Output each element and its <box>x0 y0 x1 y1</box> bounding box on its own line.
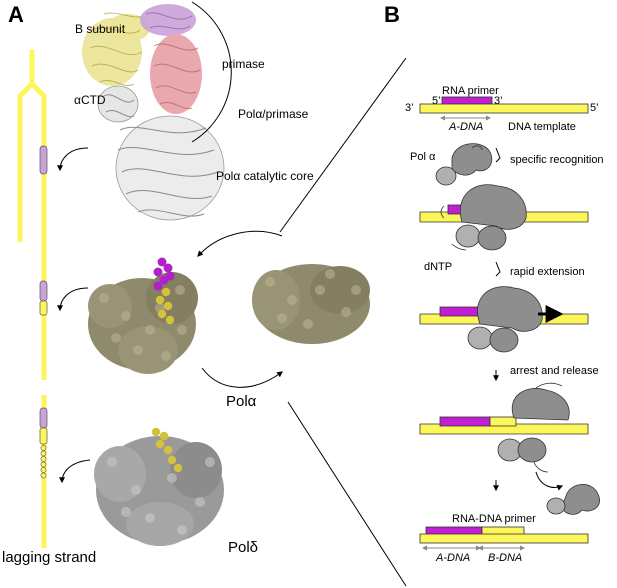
template-3-prime: 3’ <box>405 102 414 114</box>
pola-label: Polα <box>226 393 257 410</box>
template-5-prime: 5’ <box>590 102 599 114</box>
pola-primase-label: Polα/primase <box>238 107 309 121</box>
arrow-icon <box>59 459 91 484</box>
step-rna-dna-primer: RNA-DNA primer A-DNA B-DNA <box>419 513 589 564</box>
panel-b: B RNA primer 5’ 3’ 3’ 5’ A-DNA DNA templ… <box>384 2 604 564</box>
arrow-icon <box>57 147 89 172</box>
step-recognition <box>419 184 589 251</box>
rapid-extension-label: rapid extension <box>510 266 585 278</box>
step-extension <box>419 286 589 353</box>
pola-sphere-model-free <box>252 264 370 344</box>
step-template: RNA primer 5’ 3’ 3’ 5’ A-DNA DNA templat… <box>405 85 599 133</box>
pola-primase-ribbon-structure <box>82 4 225 221</box>
zoom-line-top <box>279 57 407 233</box>
panel-a: A lagging strand <box>2 1 370 566</box>
lagging-strand-fork <box>17 50 89 242</box>
pold-label: Polδ <box>228 539 258 556</box>
step-arrest <box>419 382 600 515</box>
rna-primer-5-prime: 5’ <box>432 95 441 107</box>
specific-recognition-label: specific recognition <box>510 154 604 166</box>
arrow-icon <box>201 367 283 388</box>
lagging-strand-2 <box>39 232 89 380</box>
lagging-strand-label: lagging strand <box>2 549 96 566</box>
b-subunit-label: B subunit <box>75 22 126 36</box>
b-dna-label: B-DNA <box>488 552 522 564</box>
pol-alpha-free: Pol α specific recognition <box>410 143 604 186</box>
panel-a-letter: A <box>8 2 24 27</box>
rna-dna-primer-label: RNA-DNA primer <box>452 513 536 525</box>
zoom-line-bottom <box>287 401 407 587</box>
pola-sphere-model-bound <box>88 257 198 374</box>
rna-primer-3-prime: 3’ <box>494 95 503 107</box>
arrow-icon <box>495 261 501 277</box>
panel-b-letter: B <box>384 2 400 27</box>
rna-primer-label: RNA primer <box>442 85 499 97</box>
primase-label: primase <box>222 57 265 71</box>
dna-template-label: DNA template <box>508 121 576 133</box>
arrest-release-label: arrest and release <box>510 365 599 377</box>
a-dna-label: A-DNA <box>448 121 483 133</box>
arrow-icon <box>57 287 89 312</box>
pold-sphere-model <box>94 427 224 546</box>
a-dna-label-2: A-DNA <box>435 552 470 564</box>
dntp-label: dNTP <box>424 261 452 273</box>
pol-alpha-label: Pol α <box>410 151 436 163</box>
actd-label: αCTD <box>74 93 106 107</box>
pola-core-label: Polα catalytic core <box>216 169 314 183</box>
rna-primer-mark <box>39 145 48 175</box>
lagging-strand-3 <box>39 395 91 548</box>
primase-bracket <box>191 1 232 143</box>
arrow-icon <box>197 230 283 257</box>
